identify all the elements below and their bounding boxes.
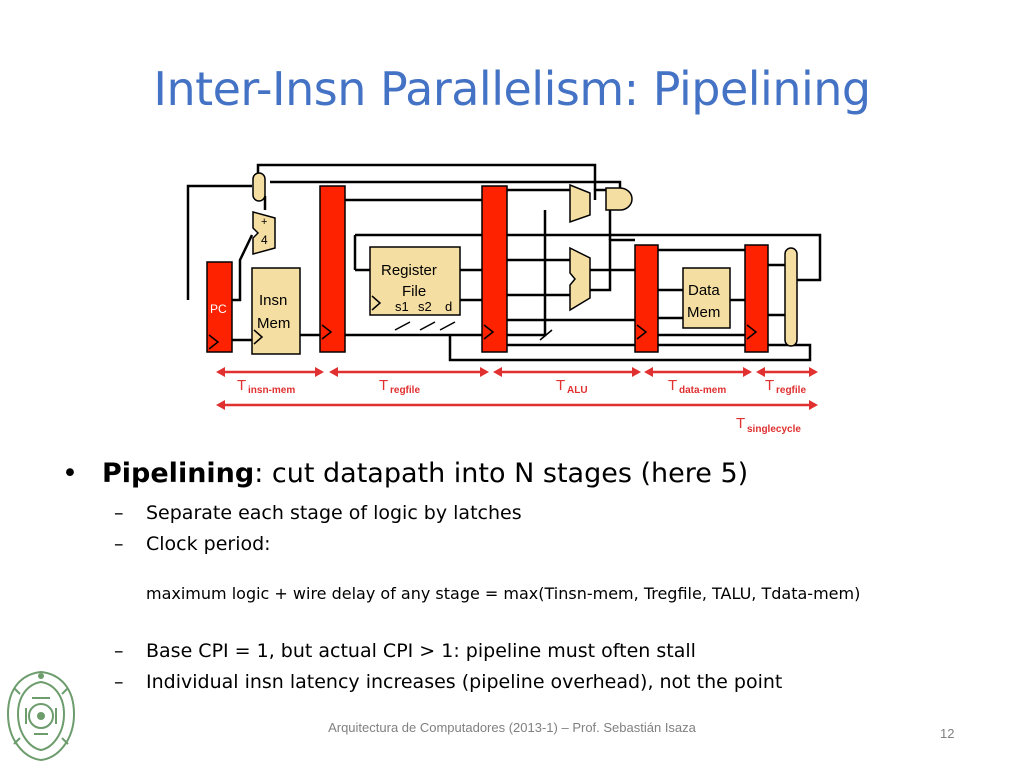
data-mem-label-2: Mem [687, 304, 720, 321]
t-regfile-sub: regfile [390, 385, 420, 396]
t-insn-mem-T: T [237, 377, 246, 394]
sub-bullet-text: Separate each stage of logic by latches [146, 502, 522, 524]
d-label: d [445, 299, 452, 314]
s2-label: s2 [418, 299, 432, 314]
clock-period-formula: maximum logic + wire delay of any stage … [146, 584, 861, 603]
slide-title: Inter-Insn Parallelism: Pipelining [153, 62, 871, 116]
insn-mem-label-2: Mem [257, 315, 290, 332]
data-mem-label: Data [688, 282, 720, 299]
adder-plus-label: + [261, 216, 267, 228]
bullet-dot: • [62, 458, 78, 489]
insn-mem-label: Insn [259, 292, 287, 309]
footer-text: Arquitectura de Computadores (2013-1) – … [328, 720, 696, 735]
pipeline-datapath-diagram: PC + 4 Insn Mem Register File s1 s2 d Da… [186, 163, 822, 435]
pipelining-term: Pipelining [102, 458, 255, 489]
pc-label: PC [210, 302, 227, 316]
t-alu-T: T [556, 377, 565, 394]
t-data-mem-T: T [668, 377, 677, 394]
dash: – [114, 640, 124, 662]
t-insn-mem-sub: insn-mem [248, 385, 295, 396]
adder-four-label: 4 [261, 233, 268, 247]
dash: – [114, 671, 124, 693]
s1-label: s1 [395, 299, 409, 314]
register-file-label-2: File [402, 283, 426, 300]
t-singlecycle-sub: singlecycle [747, 424, 801, 435]
t-regfile2-sub: regfile [776, 385, 806, 396]
t-alu-sub: ALU [567, 385, 588, 396]
sub-bullet-text: Clock period: [146, 533, 271, 555]
t-singlecycle-T: T [736, 415, 745, 432]
t-data-mem-sub: data-mem [679, 385, 726, 396]
main-bullet-text: : cut datapath into N stages (here 5) [254, 458, 749, 489]
sub-bullet-text: Base CPI = 1, but actual CPI > 1: pipeli… [146, 640, 696, 662]
university-seal-logo [6, 670, 76, 762]
t-regfile2-T: T [765, 377, 774, 394]
dash: – [114, 533, 124, 555]
sub-bullet-text: Individual insn latency increases (pipel… [146, 671, 783, 693]
page-number: 12 [940, 726, 955, 741]
register-file-label: Register [381, 262, 437, 279]
t-regfile-T: T [379, 377, 388, 394]
dash: – [114, 502, 124, 524]
